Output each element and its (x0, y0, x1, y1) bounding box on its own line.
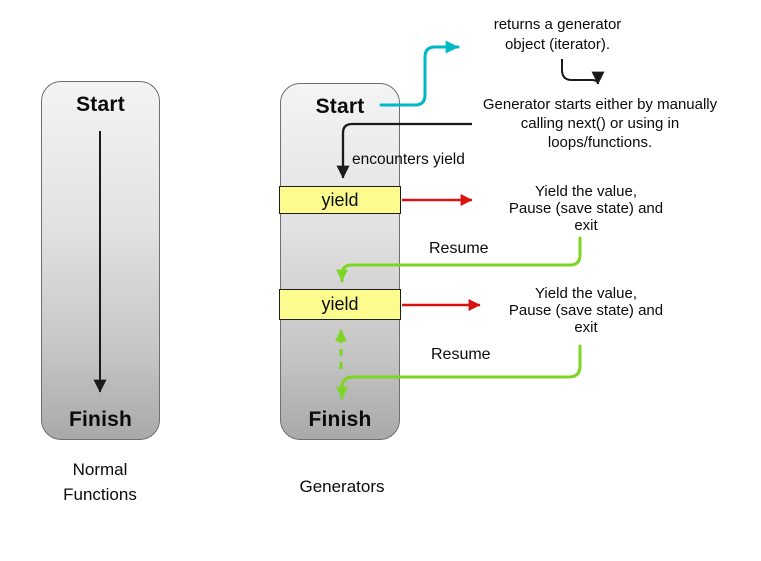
encounters-yield-note: encounters yield (352, 151, 465, 168)
starts-note-arrow (561, 59, 605, 85)
yield-label-1: yield (321, 189, 359, 210)
resume-note-1: Resume (429, 240, 489, 257)
yield-band-2: yield (279, 289, 401, 320)
normal-functions-caption: Normal Functions (63, 460, 137, 504)
generators-caption: Generators (299, 477, 385, 496)
generator-start-label: Start (315, 95, 365, 118)
normal-start-label: Start (76, 93, 125, 116)
normal-finish-label: Finish (68, 408, 133, 431)
returns-generator-note: returns a generator object (iterator). (493, 16, 622, 53)
generator-starts-note: Generator starts either by manually call… (482, 96, 718, 151)
generator-finish-label: Finish (308, 408, 372, 431)
yield-value-note-1: Yield the value, Pause (save state) and … (508, 183, 664, 234)
yield-value-note-2: Yield the value, Pause (save state) and … (508, 285, 664, 336)
yield-band-1: yield (279, 186, 401, 214)
generator-box: Start Finish (280, 83, 400, 440)
yield-label-2: yield (321, 294, 359, 314)
normal-function-box: Start Finish (41, 81, 160, 440)
resume-note-2: Resume (431, 346, 491, 363)
